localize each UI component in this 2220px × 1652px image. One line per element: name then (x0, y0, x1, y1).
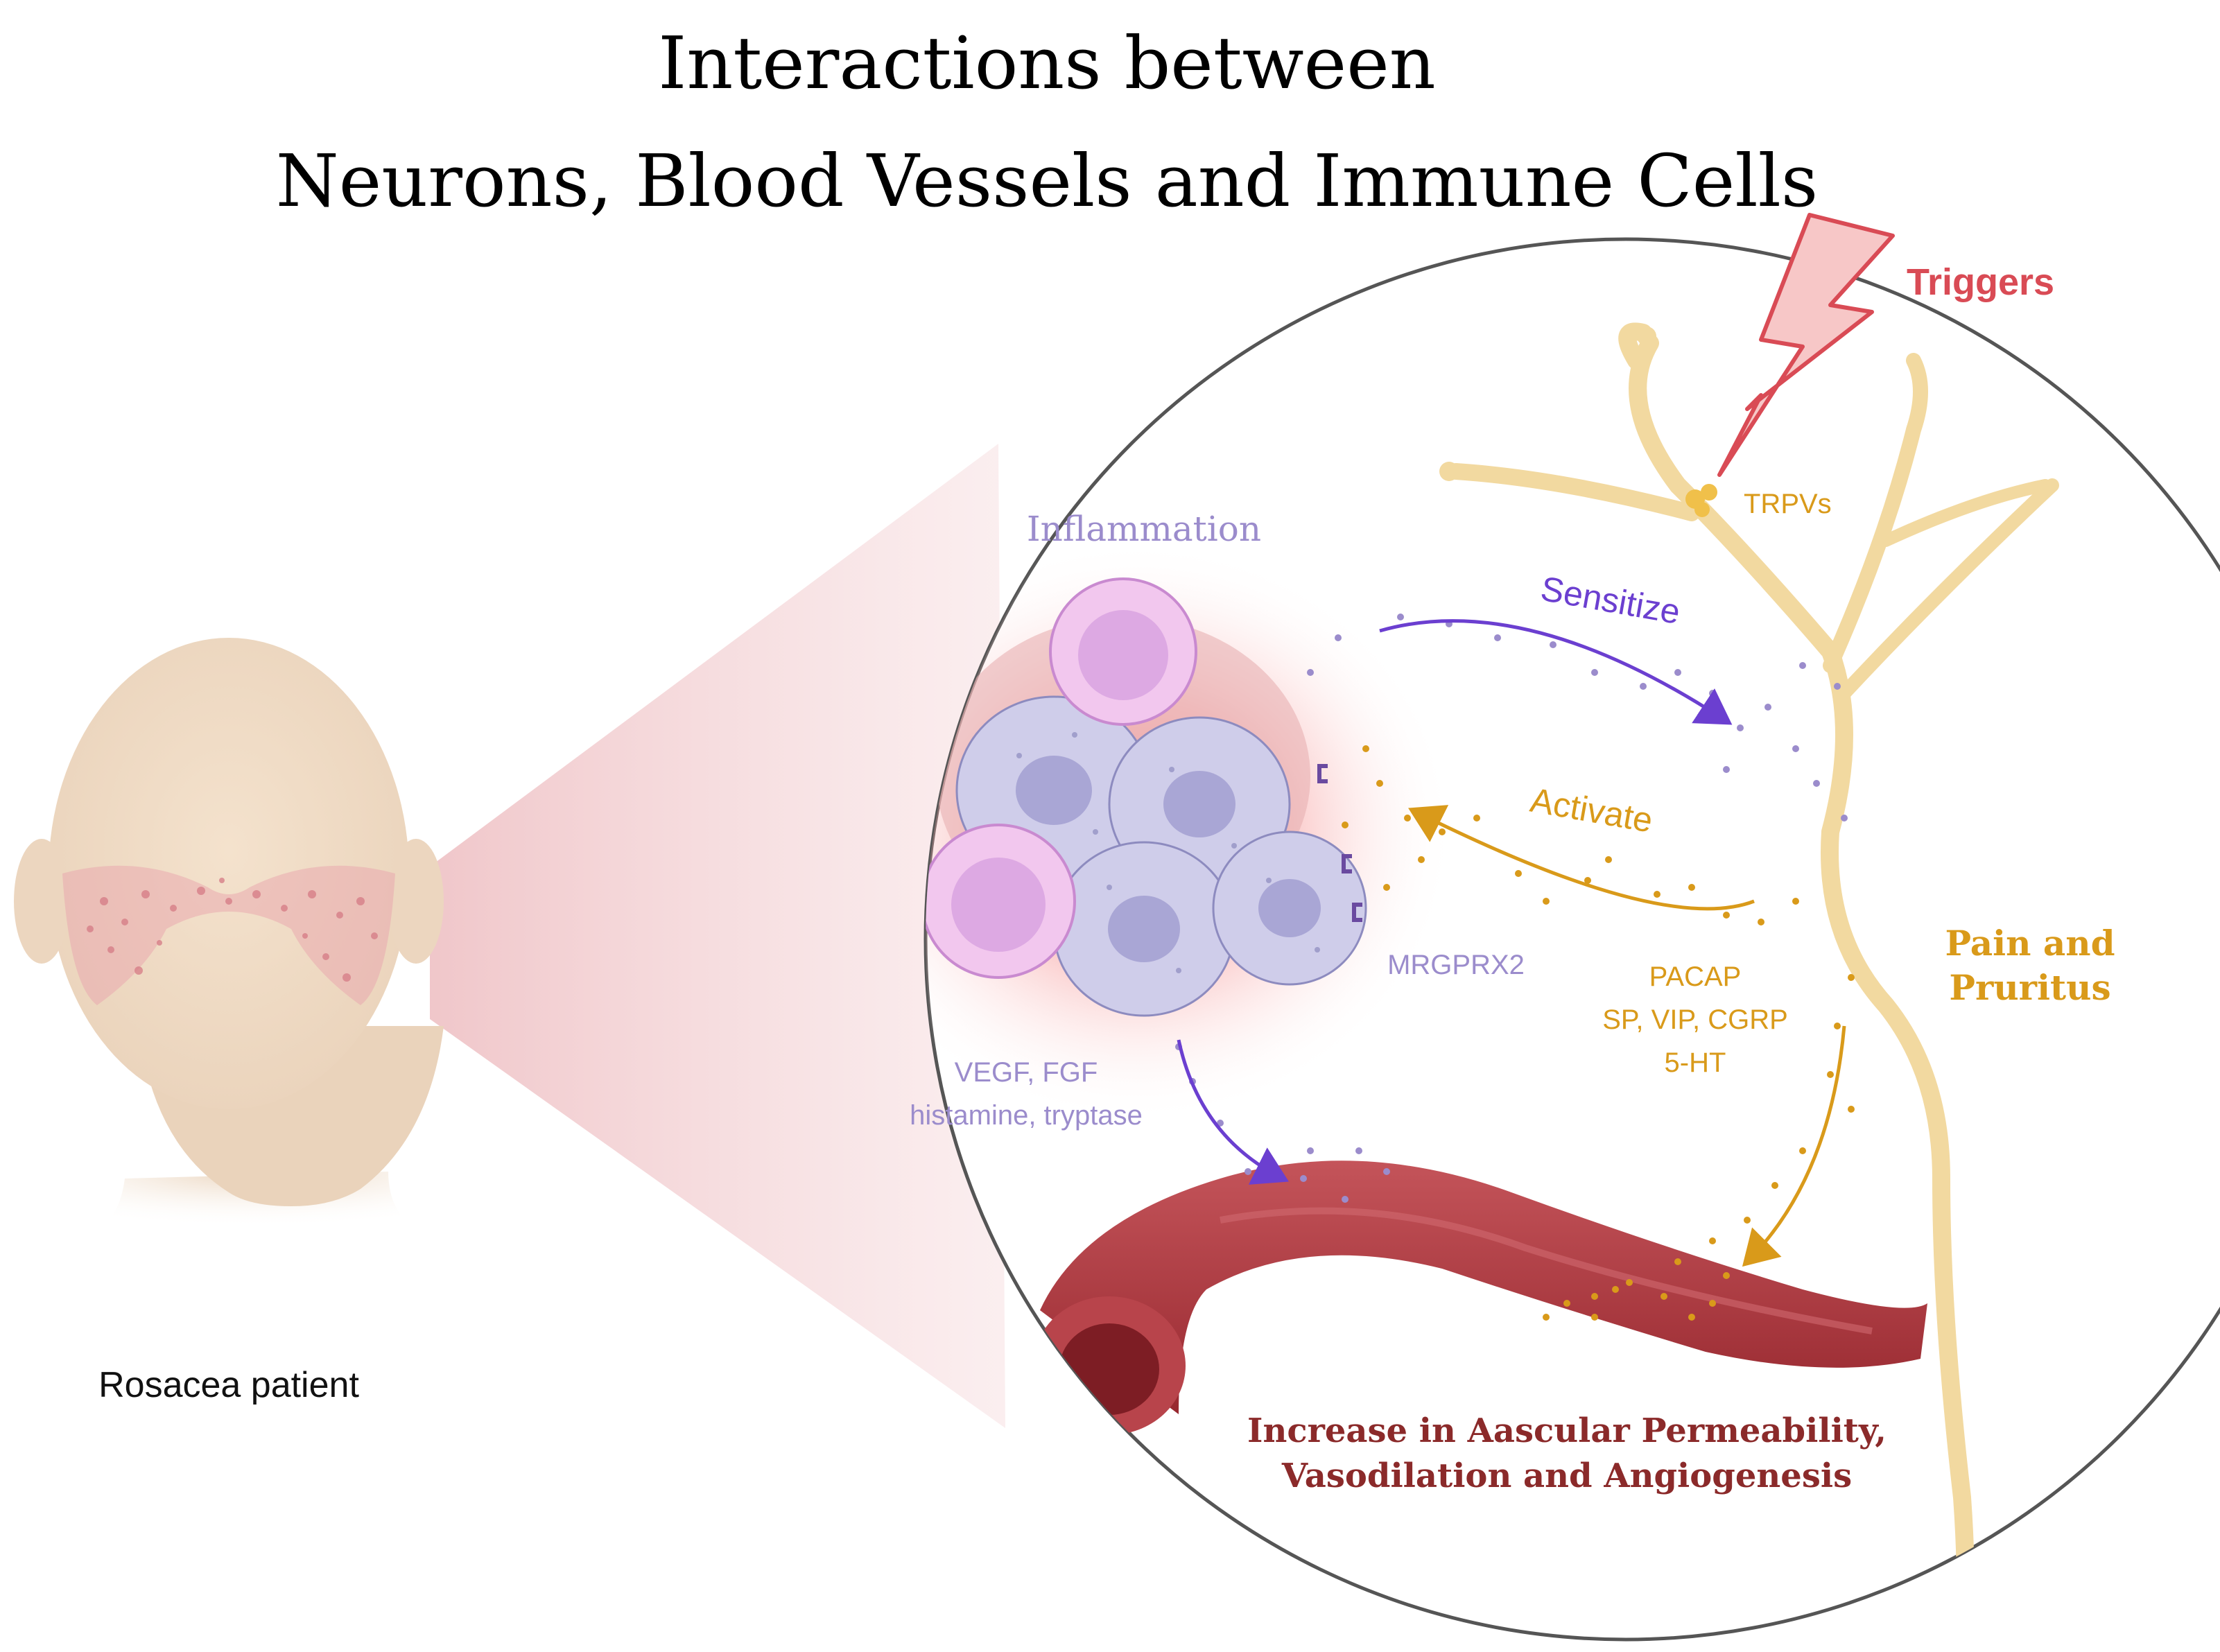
mrgprx2-label: MRGPRX2 (1387, 950, 1525, 980)
neuropeptides-line-3: 5-HT (1665, 1047, 1726, 1078)
magnification-cone (430, 444, 1005, 1428)
activate-arrow (1408, 805, 1755, 911)
trpvs-label: TRPVs (1744, 489, 1832, 519)
lightning-icon (1717, 213, 1895, 477)
title-line-2: Neurons, Blood Vessels and Immune Cells (275, 139, 1819, 223)
mediators-line-2: histamine, tryptase (910, 1100, 1143, 1131)
sensitize-arrow (1379, 619, 1733, 725)
mast-cell-icon (926, 577, 1367, 1017)
receptor-icon (1685, 484, 1717, 517)
pain-line-1: Pain and (1945, 923, 2115, 964)
nerve-icon (1439, 322, 2059, 1640)
neuropeptide-arrow (1742, 1025, 1846, 1267)
vessel-arrow (1177, 1039, 1289, 1185)
outcome-line-2: Vasodilation and Angiogenesis (1281, 1457, 1852, 1495)
patient-label: Rosacea patient (98, 1365, 359, 1405)
neuropeptide-particles (1342, 745, 1855, 1321)
head-icon (14, 638, 444, 1241)
inflammation-label: Inflammation (1027, 509, 1261, 549)
outcome-line-1: Increase in Aascular Permeability, (1247, 1411, 1887, 1450)
redness-pattern (62, 865, 395, 1005)
figure-title: Interactions between Neurons, Blood Vess… (0, 4, 2094, 240)
mediators-line-1: VEGF, FGF (955, 1057, 1098, 1088)
title-line-1: Interactions between (658, 21, 1436, 105)
neuropeptides-line-2: SP, VIP, CGRP (1602, 1005, 1788, 1035)
triggers-label: Triggers (1907, 261, 2054, 303)
neuropeptides-line-1: PACAP (1649, 962, 1742, 992)
pain-line-2: Pruritus (1949, 967, 2110, 1008)
